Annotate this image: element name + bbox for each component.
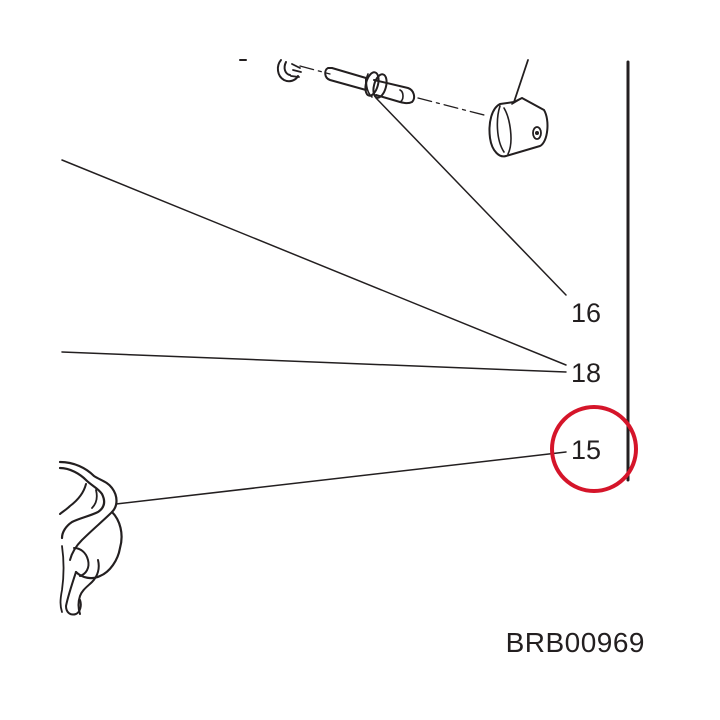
diagram-reference-code: BRB00969 — [506, 627, 645, 658]
grip-component — [58, 460, 123, 616]
end-cap — [488, 59, 549, 158]
retaining-clip — [239, 59, 302, 83]
callout-15: 15 — [571, 435, 601, 465]
assembly-axis-line — [299, 65, 489, 117]
leader-line-16 — [375, 97, 567, 296]
leader-line-18a — [61, 159, 567, 366]
leader-line-18b — [61, 351, 567, 373]
pin-assembly — [239, 59, 549, 158]
pin — [324, 67, 416, 105]
leader-line-15 — [115, 451, 567, 505]
grommet — [364, 71, 388, 99]
highlight-circle — [550, 405, 638, 493]
callout-16: 16 — [571, 298, 601, 328]
callout-18: 18 — [571, 358, 601, 388]
